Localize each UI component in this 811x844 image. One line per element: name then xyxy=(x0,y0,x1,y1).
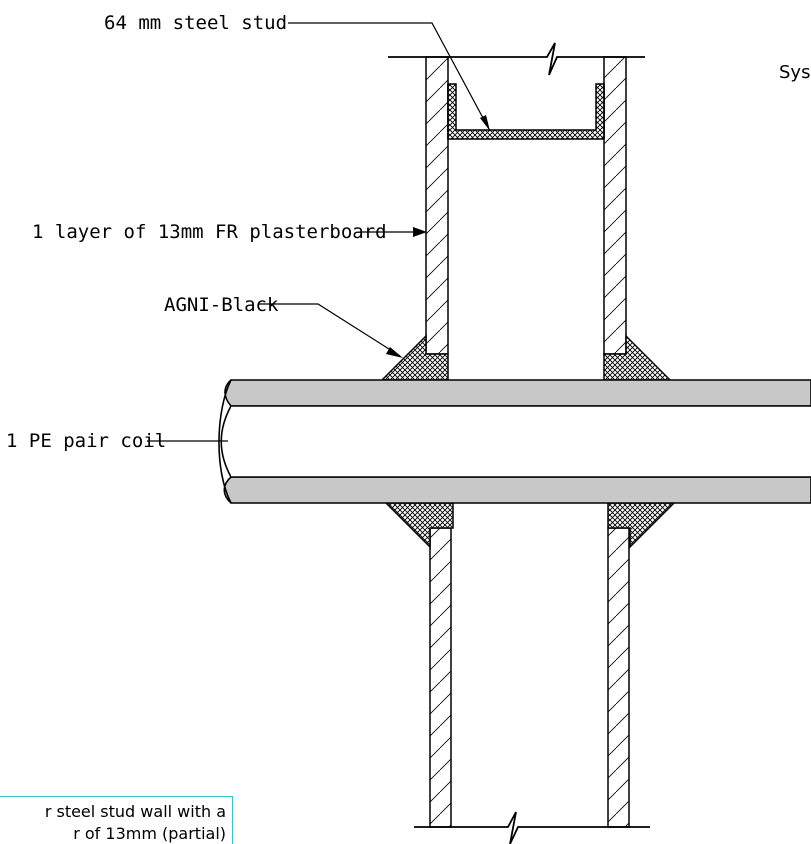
leader-sealant: AGNI-Black xyxy=(164,294,403,358)
label-sealant: AGNI-Black xyxy=(164,294,279,316)
label-steel-stud: 64 mm steel stud xyxy=(104,12,287,34)
pe-pair-coil-pipe xyxy=(218,379,811,504)
plasterboard-upper-left xyxy=(425,56,449,355)
steel-stud-channel xyxy=(447,83,605,140)
label-plasterboard: 1 layer of 13mm FR plasterboard xyxy=(32,221,387,243)
leader-pipe: 1 PE pair coil xyxy=(6,430,228,452)
plasterboard-lower-right xyxy=(607,527,630,828)
top-break-line xyxy=(388,42,645,76)
leader-steel-stud: 64 mm steel stud xyxy=(104,12,491,132)
label-pipe: 1 PE pair coil xyxy=(6,430,166,452)
note-line-2: r of 13mm (partial) xyxy=(73,824,226,843)
bottom-break-line xyxy=(414,811,650,844)
system-title-partial: Sys xyxy=(779,62,811,83)
plasterboard-upper-right xyxy=(603,56,627,355)
note-line-1: r steel stud wall with a xyxy=(44,802,226,821)
plasterboard-lower-left xyxy=(429,527,452,828)
note-box: r steel stud wall with a r of 13mm (part… xyxy=(0,796,233,844)
leader-plasterboard: 1 layer of 13mm FR plasterboard xyxy=(32,221,427,243)
note-text: r steel stud wall with a r of 13mm (part… xyxy=(45,801,226,844)
